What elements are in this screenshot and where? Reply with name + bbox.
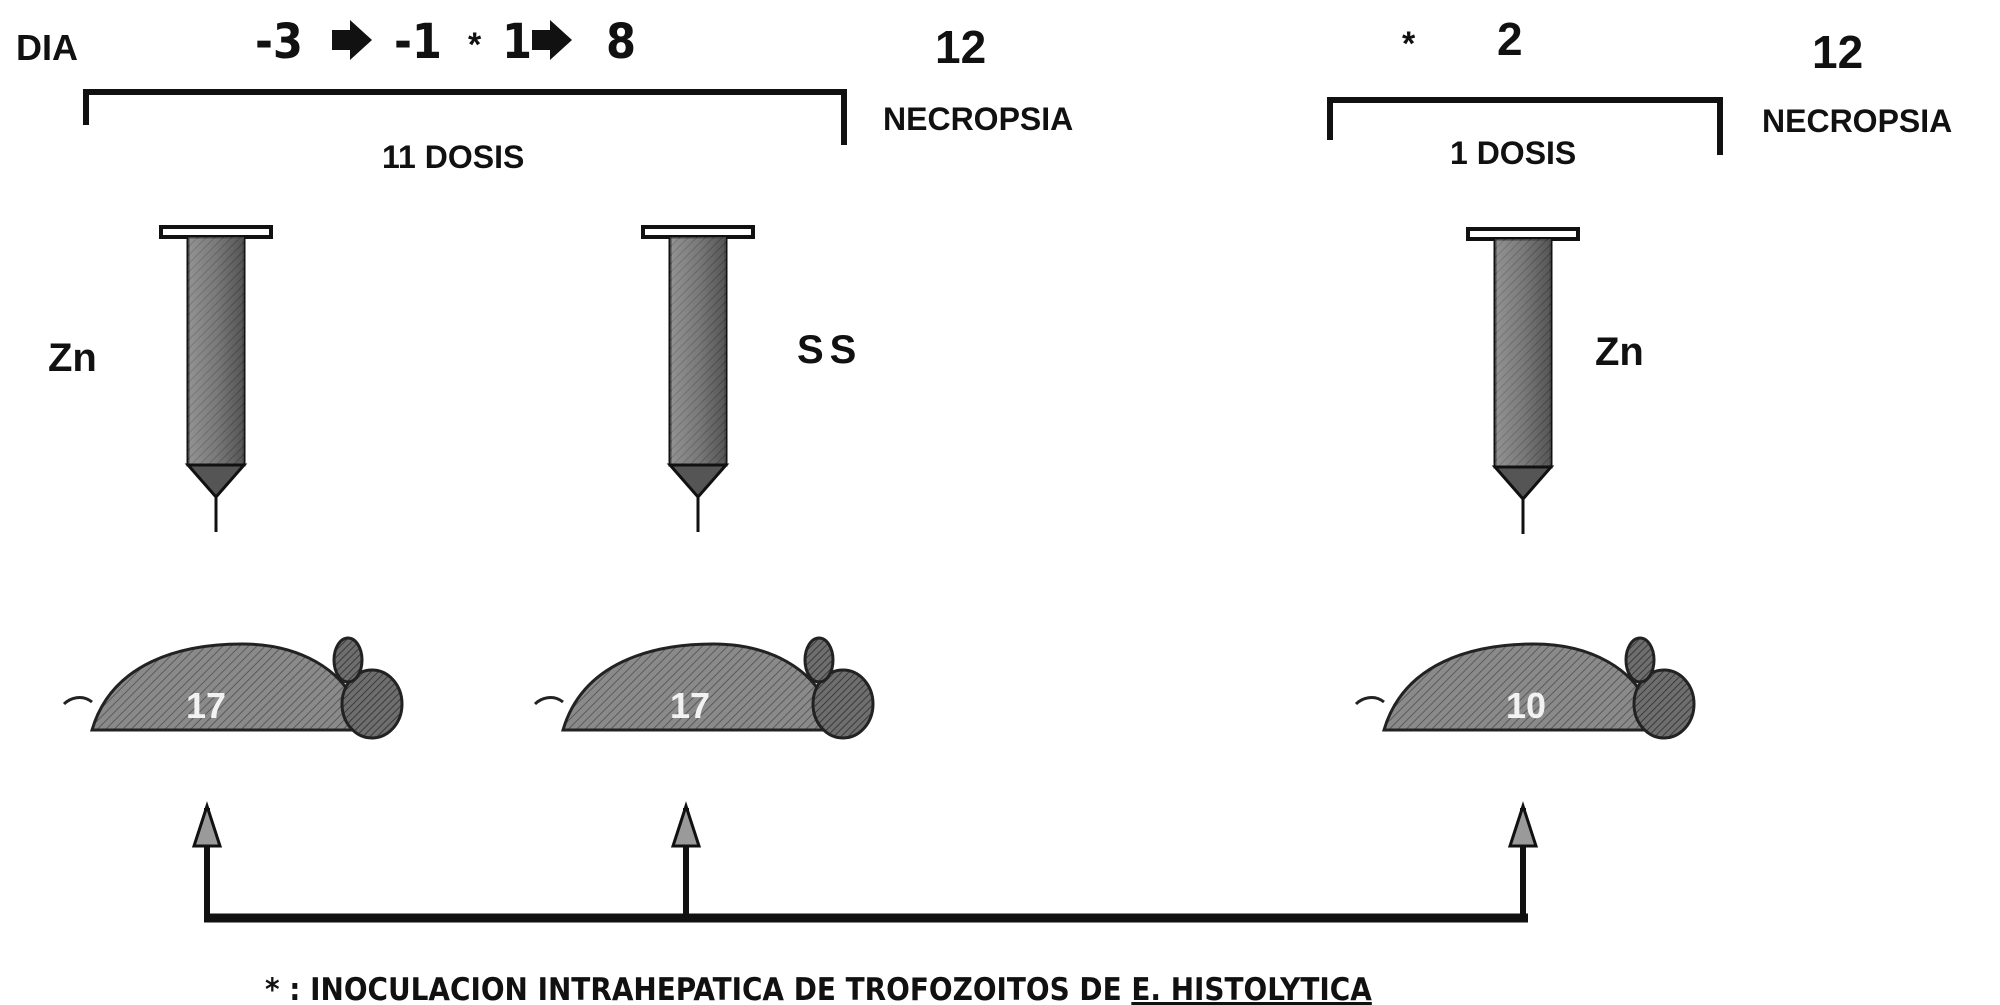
group1-day-mid: -1 (394, 14, 442, 70)
group2-doses-label: 1 DOSIS (1450, 135, 1576, 171)
footnote-text: * : INOCULACION INTRAHEPATICA DE TROFOZO… (265, 972, 1131, 1005)
dia-label: DIA (16, 27, 78, 68)
syringe-label: Zn (48, 336, 97, 380)
group2-star: * (1402, 25, 1416, 63)
syringe-zn-group1: Zn (48, 227, 271, 532)
mouse-group1-ss: 17 (535, 638, 873, 738)
group2-necropsy-day: 12 (1812, 26, 1863, 78)
group1-necropsy-label: NECROPSIA (883, 101, 1073, 137)
inoculation-connector (194, 806, 1536, 918)
arrow-right-icon (532, 20, 572, 60)
syringe-icon (161, 227, 271, 532)
group1-doses-label: 11 DOSIS (382, 139, 524, 175)
mouse-count: 17 (186, 685, 226, 726)
group1-day-one: 1 (502, 14, 532, 70)
mouse-count: 10 (1506, 685, 1546, 726)
group2-day: 2 (1497, 13, 1523, 65)
syringe-icon (643, 227, 753, 532)
mouse-group2-zn: 10 (1356, 638, 1694, 738)
arrow-up-icon (194, 806, 220, 918)
group1-day-sequence: -3 -1 * 1 8 (255, 14, 636, 70)
group1-necropsy-day: 12 (935, 21, 986, 73)
footnote: * : INOCULACION INTRAHEPATICA DE TROFOZO… (265, 972, 1372, 1005)
mouse-group1-zn: 17 (64, 638, 402, 738)
group2-necropsy-label: NECROPSIA (1762, 103, 1952, 139)
group1-day-start: -3 (255, 14, 303, 70)
arrow-up-icon (673, 806, 699, 918)
mouse-icon (64, 638, 402, 738)
syringe-label: SS (797, 328, 862, 372)
arrow-up-icon (1510, 806, 1536, 918)
group1-star: * (468, 26, 482, 64)
syringe-label: Zn (1595, 330, 1644, 374)
arrow-right-icon (332, 20, 372, 60)
mouse-count: 17 (670, 685, 710, 726)
group1-day-end: 8 (606, 14, 636, 70)
footnote-organism: E. HISTOLYTICA (1131, 972, 1372, 1005)
svg-text:* : INOCULACION INTRAHEPATICA: * : INOCULACION INTRAHEPATICA DE TROFOZO… (265, 972, 1372, 1005)
syringe-icon (1468, 229, 1578, 534)
syringe-zn-group2: Zn (1468, 229, 1644, 534)
syringe-ss-group1: SS (643, 227, 862, 532)
group1-dose-bracket (86, 92, 844, 145)
